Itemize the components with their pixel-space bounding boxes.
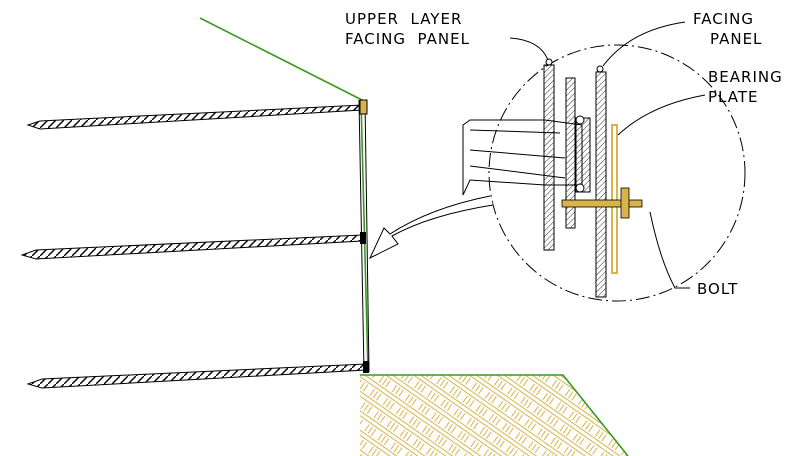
label-plate: PLATE [708,88,758,106]
leader-bolt [649,211,690,289]
detail-contents [462,58,643,298]
bearing-plate [611,124,618,274]
anchor-rod-bottom [26,361,369,389]
label-panel: PANEL [710,30,762,48]
detail-circle [488,44,746,302]
label-bolt: BOLT [697,280,738,298]
facing-panel [595,71,607,298]
label-upper-layer: UPPER LAYER [345,10,462,28]
anchor-rod-top [26,99,368,130]
leader-facing [602,21,686,67]
ground-soil [360,374,629,456]
detail-callout-arrow [368,195,494,260]
label-facing-panel-upper: FACING PANEL [345,30,470,48]
label-bearing: BEARING [708,68,783,86]
backslope-line [199,17,363,101]
leader-upper-facing [509,37,549,61]
leader-bearing [617,94,706,136]
bolt [561,199,643,208]
upper-facing-panel [543,64,555,251]
label-facing: FACING [693,10,754,28]
anchor-rod-middle [20,232,366,260]
